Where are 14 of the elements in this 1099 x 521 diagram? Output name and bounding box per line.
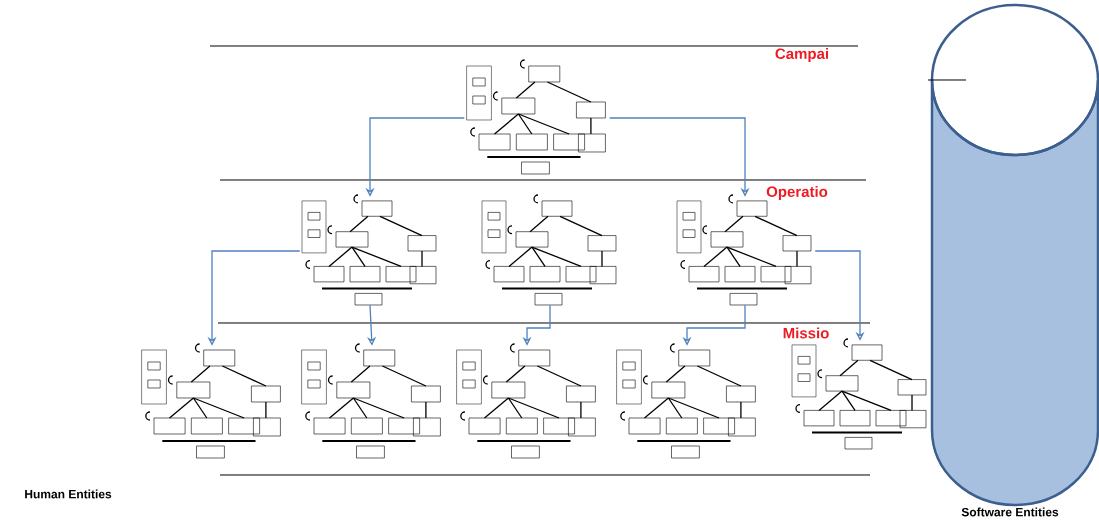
- tree-diagram-drawing: [791, 338, 927, 450]
- tree-diagram-drawing: [616, 343, 756, 459]
- tree-diagram-drawing: [301, 194, 437, 306]
- tree-diagram-drawing: [466, 59, 606, 175]
- cylinder: [930, 3, 1099, 507]
- level-label: Operatio: [766, 186, 828, 200]
- tree-diagram-drawing: [141, 343, 281, 459]
- tree-diagram-drawing: [301, 343, 441, 459]
- tree-diagram-drawing: [481, 194, 617, 306]
- level-label: Human Entities: [25, 489, 112, 499]
- level-label: Missio: [783, 327, 829, 339]
- level-label: Campai: [775, 48, 829, 62]
- cylinder-caption: Software Entities: [961, 507, 1059, 517]
- tree-diagram-drawing: [456, 343, 596, 459]
